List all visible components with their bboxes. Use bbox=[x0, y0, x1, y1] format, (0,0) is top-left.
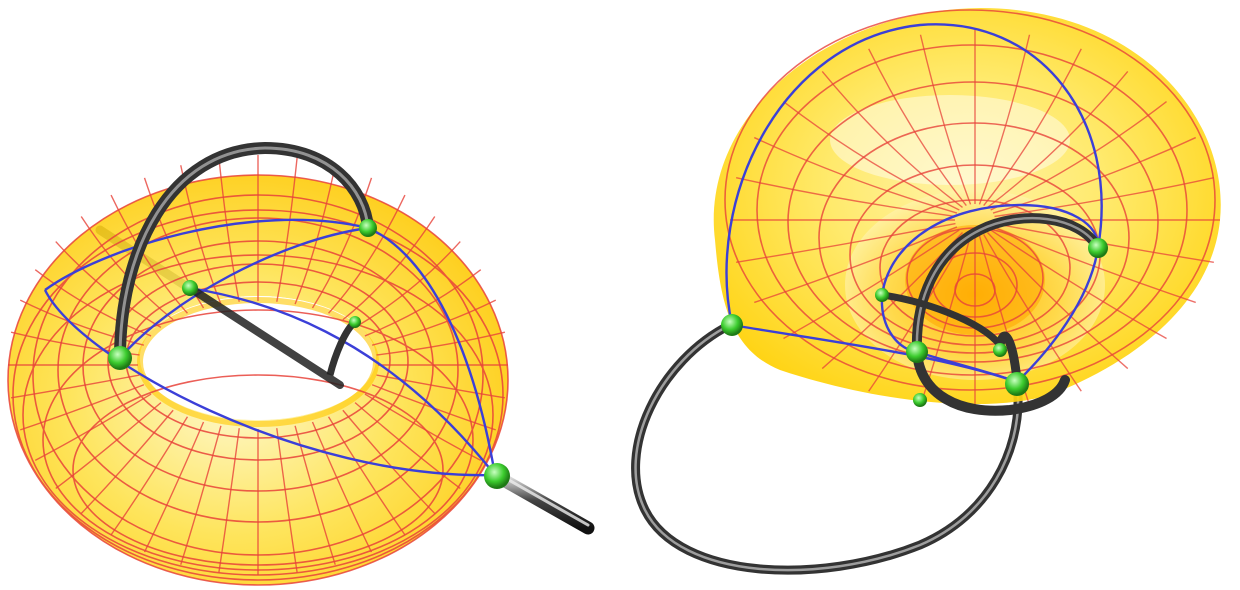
vertex-point bbox=[484, 463, 510, 489]
wire-meridian bbox=[376, 374, 506, 399]
wire-meridian bbox=[364, 393, 482, 461]
wire-meridian bbox=[80, 216, 174, 321]
wire-meridian bbox=[364, 269, 482, 337]
wire-meridian bbox=[342, 216, 436, 321]
cyclide-illustration bbox=[631, 8, 1221, 575]
wire-meridian bbox=[180, 425, 222, 565]
cyclide-panel bbox=[620, 0, 1240, 590]
wire-meridian bbox=[992, 226, 1196, 304]
vertex-point bbox=[1088, 238, 1108, 258]
wire-meridian bbox=[868, 48, 967, 207]
wire-meridian bbox=[354, 241, 461, 328]
wire-meridian bbox=[294, 165, 336, 305]
wire-meridian bbox=[994, 222, 1214, 263]
wire-meridian bbox=[990, 100, 1167, 211]
vertex-point bbox=[1005, 372, 1029, 396]
wire-meridian bbox=[987, 71, 1129, 209]
wire-meridian bbox=[80, 409, 174, 514]
wire-meridian bbox=[218, 157, 240, 302]
torus-blue-curves bbox=[43, 218, 497, 477]
vertex-point bbox=[913, 393, 927, 407]
wire-meridian bbox=[986, 232, 1129, 370]
wire-meridian bbox=[34, 269, 152, 337]
wire-meridian bbox=[994, 177, 1215, 218]
wire-meridian bbox=[110, 194, 188, 314]
wire-meridian bbox=[754, 226, 958, 304]
torus-panel bbox=[7, 141, 595, 586]
wire-meridian bbox=[376, 331, 506, 356]
wire-meridian bbox=[110, 416, 189, 536]
vertex-point bbox=[875, 288, 889, 302]
wire-meridian bbox=[354, 402, 461, 489]
torus-vertices bbox=[108, 219, 510, 489]
wire-meridian bbox=[276, 428, 298, 573]
wire-meridian bbox=[919, 34, 972, 205]
wire-meridian bbox=[783, 229, 960, 340]
wire-meridian bbox=[327, 416, 406, 536]
vertex-point bbox=[721, 314, 743, 336]
vertex-point bbox=[906, 341, 928, 363]
wire-meridian bbox=[20, 384, 145, 431]
wire-meridian bbox=[735, 177, 956, 218]
wire-meridian bbox=[371, 299, 497, 346]
wire-meridian bbox=[328, 194, 406, 314]
wire-meridian bbox=[218, 428, 240, 573]
wire-meridian bbox=[983, 234, 1082, 392]
wire-meridian bbox=[783, 100, 960, 211]
wire-meridian bbox=[990, 229, 1167, 340]
vertex-point bbox=[182, 280, 198, 296]
wire-meridian bbox=[753, 136, 958, 214]
wire-meridian bbox=[983, 48, 1082, 207]
wire-meridian bbox=[311, 177, 373, 309]
vertex-point bbox=[993, 343, 1007, 357]
wire-meridian bbox=[19, 299, 145, 346]
wire-meridian bbox=[55, 241, 162, 328]
wire-meridian bbox=[821, 71, 963, 209]
vertex-point bbox=[359, 219, 377, 237]
axis-rod-tip bbox=[493, 471, 595, 535]
vertex-point bbox=[349, 316, 361, 328]
axis-rod-front bbox=[186, 284, 344, 389]
wire-meridian bbox=[10, 374, 140, 399]
cyclide-vertices bbox=[721, 238, 1108, 407]
wire-meridian bbox=[276, 157, 298, 302]
vertex-point bbox=[108, 346, 132, 370]
wire-meridian bbox=[978, 34, 1031, 205]
wire-meridian bbox=[311, 421, 373, 553]
wire-meridian bbox=[143, 421, 205, 553]
inner-rod bbox=[881, 291, 1003, 348]
wire-meridian bbox=[371, 384, 496, 431]
torus-illustration bbox=[7, 141, 595, 586]
wire-meridian bbox=[55, 402, 162, 489]
wire-meridian bbox=[34, 393, 152, 461]
